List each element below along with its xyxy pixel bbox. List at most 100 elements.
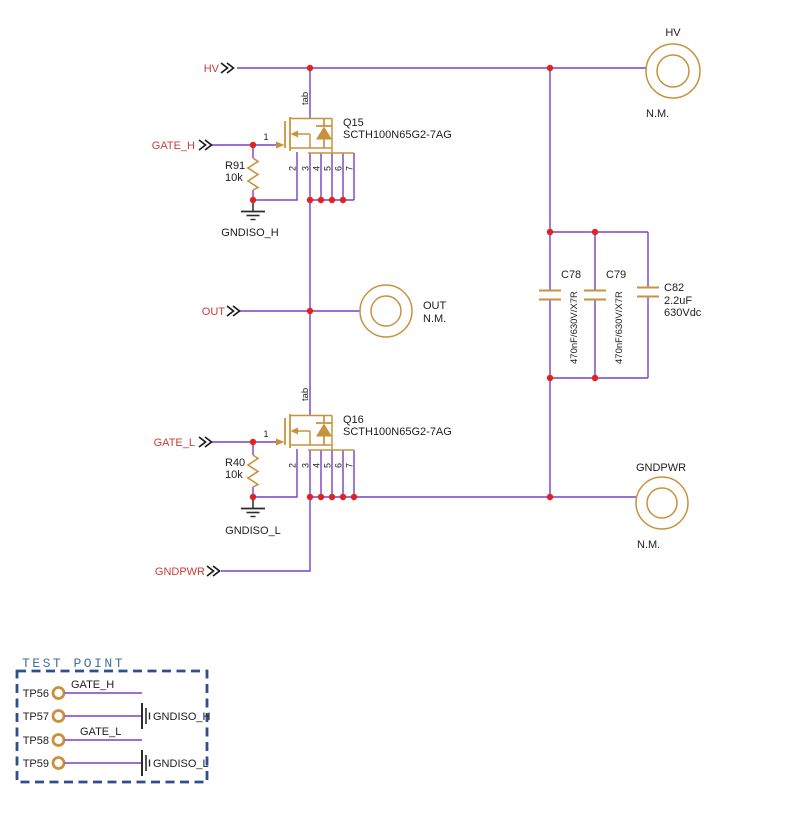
tp58-testpoint-icon (51, 733, 66, 747)
tp57-ref: TP57 (23, 711, 49, 723)
q16-pin6-number: 6 (334, 463, 344, 468)
hv-connector-nm: N.M. (646, 108, 669, 120)
q15-body-arrow-icon (290, 130, 298, 138)
capacitor-symbols (539, 286, 659, 301)
q15-pin4-number: 4 (312, 166, 322, 171)
q15-mosfet-symbol (276, 117, 354, 154)
gndiso-h-label: GNDISO_H (221, 227, 279, 239)
gate-h-net-label: GATE_H (152, 140, 195, 152)
tp56-testpoint-icon (51, 686, 66, 700)
c78-ref: C78 (561, 269, 581, 281)
wire-gndpwr-label (221, 497, 311, 572)
q16-pin4-number: 4 (312, 463, 322, 468)
wire-q15-pin2 (253, 152, 298, 201)
hv-connector-label: HV (665, 27, 681, 39)
q16-ref: Q16 (343, 414, 364, 426)
out-connector-label: OUT (423, 300, 447, 312)
wire-q16-source-stubs (320, 450, 355, 497)
tp58-ref: TP58 (23, 735, 49, 747)
gndiso-h-ground-icon (241, 202, 265, 221)
hv-chevron-icon (220, 62, 235, 74)
wire-q16-pin2 (253, 449, 298, 498)
tp59-testpoint-icon (51, 756, 66, 770)
c82-ref: C82 (664, 282, 684, 294)
tp59-ground-icon (141, 750, 151, 776)
gndpwr-connector-inner (646, 487, 678, 519)
q15-tab-label: tab (300, 92, 311, 105)
c78-capacitor-symbol (539, 289, 561, 301)
connector-symbols (359, 43, 701, 530)
out-net-label: OUT (202, 306, 226, 318)
test-point-box (15, 669, 209, 784)
gndpwr-connector-icon (635, 476, 689, 530)
r40-resistor-symbol (246, 454, 260, 488)
gndpwr-connector-label: GNDPWR (636, 462, 686, 474)
q16-pin7-number: 7 (345, 463, 355, 468)
test-point-title: TEST POINT (22, 656, 125, 671)
c79-capacitor-symbol (584, 289, 606, 301)
c82-voltage: 630Vdc (664, 307, 702, 319)
testpoint-row-tp59: TP59 GNDISO_L (23, 750, 209, 776)
tp57-testpoint-icon (51, 709, 66, 723)
q16-body-arrow-icon (290, 427, 298, 435)
q15-body-diode-icon (316, 126, 332, 140)
wire-q15-source-stubs (320, 153, 355, 200)
q16-mosfet-symbol (276, 414, 354, 451)
gate-l-chevron-icon (198, 436, 213, 448)
testpoint-row-tp57: TP57 GNDISO_H (23, 703, 211, 729)
q15-part-number: SCTH100N65G2-7AG (343, 129, 452, 141)
q16-pin3-number: 3 (301, 463, 311, 468)
out-connector-inner (370, 295, 402, 327)
gate-h-chevron-icon (198, 139, 213, 151)
q15-pin5-number: 5 (323, 166, 333, 171)
hv-net-label: HV (204, 63, 220, 75)
out-connector-nm: N.M. (423, 313, 446, 325)
c79-value: 470nF/630V/X7R (614, 291, 625, 364)
tp59-ref: TP59 (23, 758, 49, 770)
q16-gate-arrow-icon (276, 438, 285, 446)
r91-resistor-symbol (246, 157, 260, 191)
q16-pin1-number: 1 (263, 429, 268, 439)
q15-gate-arrow-icon (276, 141, 285, 149)
hv-connector-inner (656, 54, 690, 88)
gate-l-net-label: GATE_L (154, 437, 195, 449)
net-chevrons (198, 62, 241, 577)
c82-value: 2.2uF (664, 295, 692, 307)
out-connector-icon (359, 284, 413, 338)
tp58-net-label: GATE_L (80, 726, 121, 738)
q15-body-link (298, 133, 311, 148)
tp56-net-label: GATE_H (71, 679, 114, 691)
q16-part-number: SCTH100N65G2-7AG (343, 426, 452, 438)
tp57-ground-icon (141, 703, 151, 729)
r40-value: 10k (225, 469, 243, 481)
c78-value: 470nF/630V/X7R (569, 291, 580, 364)
q15-pin6-number: 6 (334, 166, 344, 171)
r40-ref: R40 (225, 457, 245, 469)
gndpwr-net-label: GNDPWR (155, 566, 205, 578)
hv-connector-icon (645, 43, 701, 99)
r91-ref: R91 (225, 160, 245, 172)
testpoint-row-tp56: TP56 GATE_H (23, 679, 142, 700)
tp57-net-label: GNDISO_H (153, 711, 211, 723)
gndpwr-connector-nm: N.M. (637, 539, 660, 551)
q16-tab-label: tab (300, 388, 311, 401)
q16-pin2-number: 2 (288, 463, 298, 468)
q15-ref: Q15 (343, 117, 364, 129)
c82-capacitor-symbol (637, 286, 659, 298)
q15-body-diode-leads (316, 118, 332, 148)
q15-pin2-number: 2 (288, 166, 298, 171)
tp59-net-label: GNDISO_L (153, 758, 209, 770)
q15-pin7-number: 7 (345, 166, 355, 171)
gndiso-l-ground-icon (241, 499, 265, 518)
q16-body-diode-icon (316, 423, 332, 437)
r91-value: 10k (225, 172, 243, 184)
testpoint-row-tp58: TP58 GATE_L (23, 726, 142, 747)
q15-pin3-number: 3 (301, 166, 311, 171)
gndpwr-chevron-icon (206, 565, 221, 577)
q16-body-link (298, 430, 311, 445)
gndiso-l-label: GNDISO_L (225, 525, 281, 537)
junction-dots (249, 64, 599, 501)
q16-body-diode-leads (316, 415, 332, 445)
